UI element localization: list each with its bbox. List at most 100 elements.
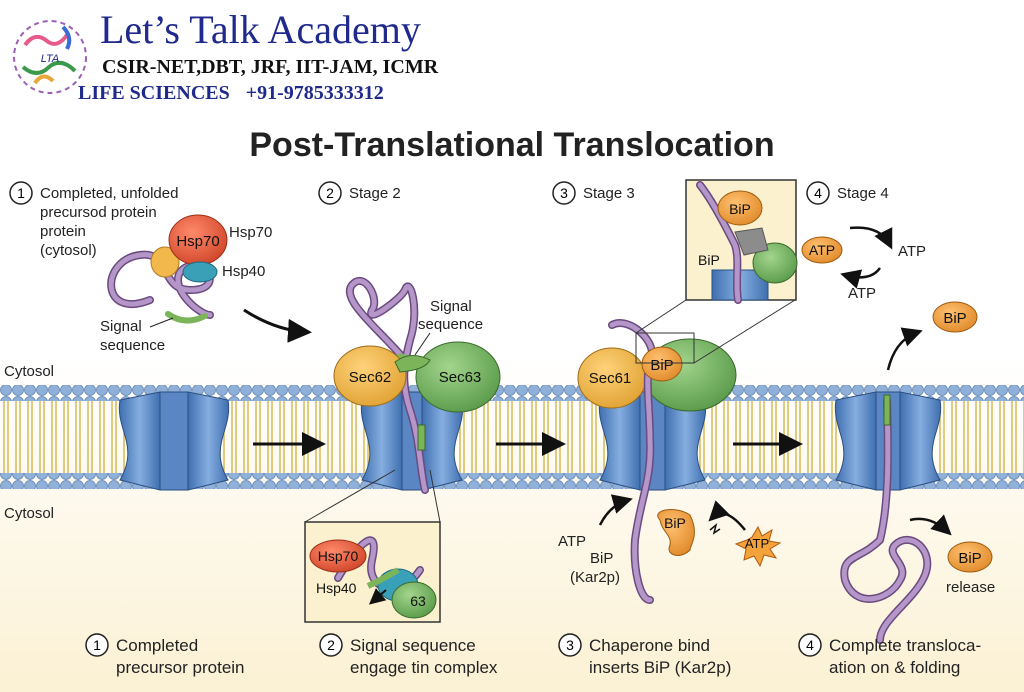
hsp70-label: Hsp70 <box>229 224 272 241</box>
stage-4-header: Stage 4 <box>837 185 889 202</box>
inset-63-label: 63 <box>410 593 426 609</box>
stage-2-number-top: 2 <box>318 181 342 205</box>
sec61-label: Sec61 <box>589 370 632 387</box>
svg-text:precursor protein: precursor protein <box>116 658 245 677</box>
svg-text:4: 4 <box>814 185 822 201</box>
hsp40-small-domain <box>150 246 180 278</box>
brand-subject: LIFE SCIENCES <box>78 82 230 104</box>
svg-text:4: 4 <box>806 637 814 653</box>
atp-star <box>734 525 782 568</box>
svg-text:engage tin complex: engage tin complex <box>350 658 498 677</box>
atp-star-label: ATP <box>745 536 769 551</box>
stage-3-protein-chain <box>609 320 655 603</box>
stage-3-bip <box>641 346 683 382</box>
stage-4-bip-top-label: BiP <box>943 310 966 327</box>
stage-4-caption: 4 Complete transloca- ation on & folding <box>798 633 981 677</box>
logo-text: LTA <box>41 53 60 65</box>
stage-3-bip-kar2p-label-1: BiP <box>590 550 613 567</box>
stage-3-free-bip <box>657 509 695 556</box>
hsp70-inner-label: Hsp70 <box>176 233 219 250</box>
stage-4-bip-release-label: BiP <box>958 550 981 567</box>
stage-4-atp-cycle: ATP ATP ATP <box>801 226 926 302</box>
stage-1-header-line-1: Completed, unfolded <box>40 185 178 202</box>
stage-3-bip-cycle: BiP ATP ATP BiP (Kar2p) <box>558 494 782 586</box>
stage-1-signal-label-1: Signal <box>100 318 142 335</box>
svg-text:Complete transloca-: Complete transloca- <box>829 636 981 655</box>
stage-3-caption: 3 Chaperone bind inserts BiP (Kar2p) <box>558 633 731 677</box>
release-label: release <box>946 579 995 596</box>
stage-4-bip-release <box>947 541 993 573</box>
sec62-complex <box>333 345 407 407</box>
stage-2-header: Stage 2 <box>349 185 401 202</box>
stage-2-caption: 2 Signal sequence engage tin complex <box>319 633 498 677</box>
stage-1-caption: 1 Completed precursor protein <box>85 633 245 677</box>
stage-1-signal-label-2: sequence <box>100 337 165 354</box>
signal-sequence-segment <box>165 311 208 324</box>
stage-1-precursor: Hsp70 Hsp70 Hsp40 Signal sequence <box>100 214 272 354</box>
stage-4-number-top: 4 <box>806 181 830 205</box>
stage-4-bip-top <box>932 301 978 333</box>
svg-text:2: 2 <box>327 637 335 653</box>
svg-text:Completed: Completed <box>116 636 198 655</box>
stage-1-header-line-4: (cytosol) <box>40 242 97 259</box>
brand-name: Let’s Talk Academy <box>100 7 421 52</box>
atp-oval <box>801 236 843 264</box>
brand-exams: CSIR-NET,DBT, JRF, IIT-JAM, ICMR <box>102 56 439 78</box>
inset-nbd-domain <box>734 227 769 256</box>
sec63-label: Sec63 <box>439 369 482 386</box>
svg-text:inserts BiP (Kar2p): inserts BiP (Kar2p) <box>589 658 731 677</box>
stage-2-signal-label-1: Signal <box>430 298 472 315</box>
cytosol-label-bottom: Cytosol <box>4 505 54 522</box>
stage-4-folded-protein <box>841 397 930 643</box>
hsp40-chaperone <box>182 261 218 283</box>
channel-3 <box>598 391 707 491</box>
inset-bip-side-label: BiP <box>698 252 720 268</box>
inset-bip <box>717 190 763 226</box>
inset-bip-label: BiP <box>729 201 751 217</box>
inset-hsp40-label: Hsp40 <box>316 580 357 596</box>
precursor-protein <box>108 252 213 318</box>
stage-3-inset: BiP BiP <box>685 179 798 304</box>
stage-2-inset: Hsp70 Hsp40 63 <box>304 469 441 623</box>
stage-3-free-bip-label: BiP <box>664 515 686 531</box>
svg-text:1: 1 <box>93 637 101 653</box>
stage-2-signal-in-channel <box>417 424 426 451</box>
stage-2-translocon: Sec62 Sec63 Signal sequence <box>333 276 501 494</box>
stage-4-signal-in-channel <box>883 394 891 426</box>
stage-1-number-top: 1 <box>9 181 33 205</box>
stage-1-header-line-3: protein <box>40 223 86 240</box>
channel-2 <box>360 391 464 491</box>
atp-oval-label: ATP <box>809 242 835 258</box>
svg-text:Chaperone bind: Chaperone bind <box>589 636 710 655</box>
hsp40-label: Hsp40 <box>222 263 265 280</box>
cytosol-label-top: Cytosol <box>4 363 54 380</box>
atp-right-label: ATP <box>898 243 926 260</box>
stage-2-signal-label-2: sequence <box>418 316 483 333</box>
stage-2-protein-chain <box>347 278 428 493</box>
atp-bottom-label: ATP <box>848 285 876 302</box>
channel-1 <box>118 391 230 491</box>
inset-hsp70-label: Hsp70 <box>318 548 359 564</box>
stage-4-release: BiP BiP release <box>840 301 995 644</box>
svg-text:Signal sequence: Signal sequence <box>350 636 476 655</box>
svg-text:3: 3 <box>560 185 568 201</box>
academy-logo: LTA <box>13 20 87 94</box>
svg-text:ation on & folding: ation on & folding <box>829 658 960 677</box>
brand-contact: LIFE SCIENCES +91-9785333312 <box>78 82 384 105</box>
diagram-title: Post-Translational Translocation <box>249 126 775 164</box>
svg-text:1: 1 <box>17 185 25 201</box>
arrow-stage-1-to-2 <box>243 308 312 343</box>
sec63-complex <box>415 341 501 413</box>
brand-phone: +91-9785333312 <box>245 82 384 104</box>
stage-3-header: Stage 3 <box>583 185 635 202</box>
stage-3-atp-label: ATP <box>558 533 586 550</box>
inset-hsp70 <box>309 539 367 573</box>
stage-1-header-line-2: precursod protein <box>40 204 157 221</box>
svg-text:3: 3 <box>566 637 574 653</box>
stage-3-bip-label: BiP <box>650 357 673 374</box>
stage-3-bip-kar2p-label-2: (Kar2p) <box>570 569 620 586</box>
inset-sec63 <box>391 581 437 619</box>
sec62-label: Sec62 <box>349 369 392 386</box>
stage-3-number-top: 3 <box>552 181 576 205</box>
